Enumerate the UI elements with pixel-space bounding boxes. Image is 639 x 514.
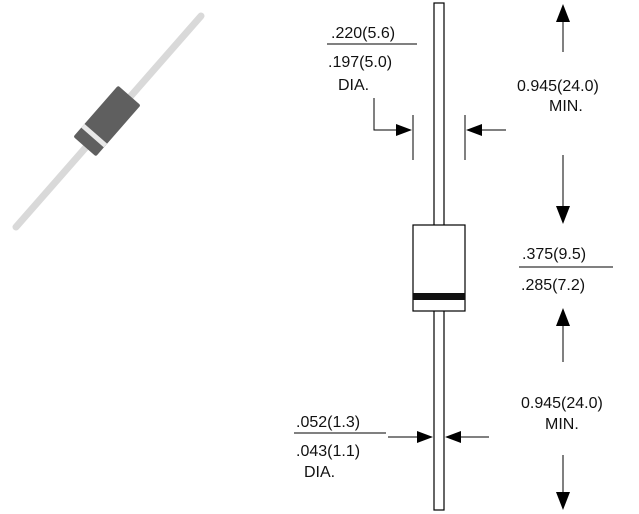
lead-dia-unit-label: DIA. — [304, 464, 335, 481]
lead-dia-min-label: .043(1.1) — [296, 443, 360, 460]
top-lead-length-dimension — [556, 4, 570, 224]
body-dia-min-label: .197(5.0) — [328, 54, 392, 71]
top-lead-length-unit: MIN. — [549, 98, 583, 115]
body-dia-arrowhead-left — [396, 124, 412, 136]
iso-cathode-band — [81, 123, 108, 148]
bottom-lead-arrowhead-down — [556, 492, 570, 510]
body-dia-arrowhead-right — [466, 124, 482, 136]
bottom-lead-length-label: 0.945(24.0) — [521, 395, 603, 412]
lead-dia-max-label: .052(1.3) — [296, 414, 360, 431]
top-lead-length-label: 0.945(24.0) — [517, 78, 599, 95]
body-length-min-label: .285(7.2) — [521, 277, 585, 294]
body-length-max-label: .375(9.5) — [522, 246, 586, 263]
lead-dia-arrowhead-left — [417, 431, 433, 443]
top-lead — [433, 2, 445, 227]
lead-diameter-dimension — [294, 431, 489, 443]
bottom-lead-length-unit: MIN. — [545, 416, 579, 433]
bottom-lead-length-dimension — [556, 308, 570, 510]
body-dia-unit-label: DIA. — [338, 77, 369, 94]
body-dia-max-label: .220(5.6) — [331, 25, 395, 42]
top-lead-arrowhead-down — [556, 206, 570, 224]
diode-3d-illustration — [12, 12, 205, 231]
lead-dia-arrowhead-right — [445, 431, 461, 443]
bottom-lead-arrowhead-up — [556, 308, 570, 326]
body-dia-leader-left — [373, 98, 404, 131]
iso-diode-body — [74, 86, 140, 156]
diode-front-view — [412, 2, 466, 511]
body-diameter-dimension — [327, 43, 506, 160]
top-lead-arrowhead-up — [556, 4, 570, 22]
bottom-lead — [433, 309, 445, 511]
cathode-band — [413, 293, 465, 300]
